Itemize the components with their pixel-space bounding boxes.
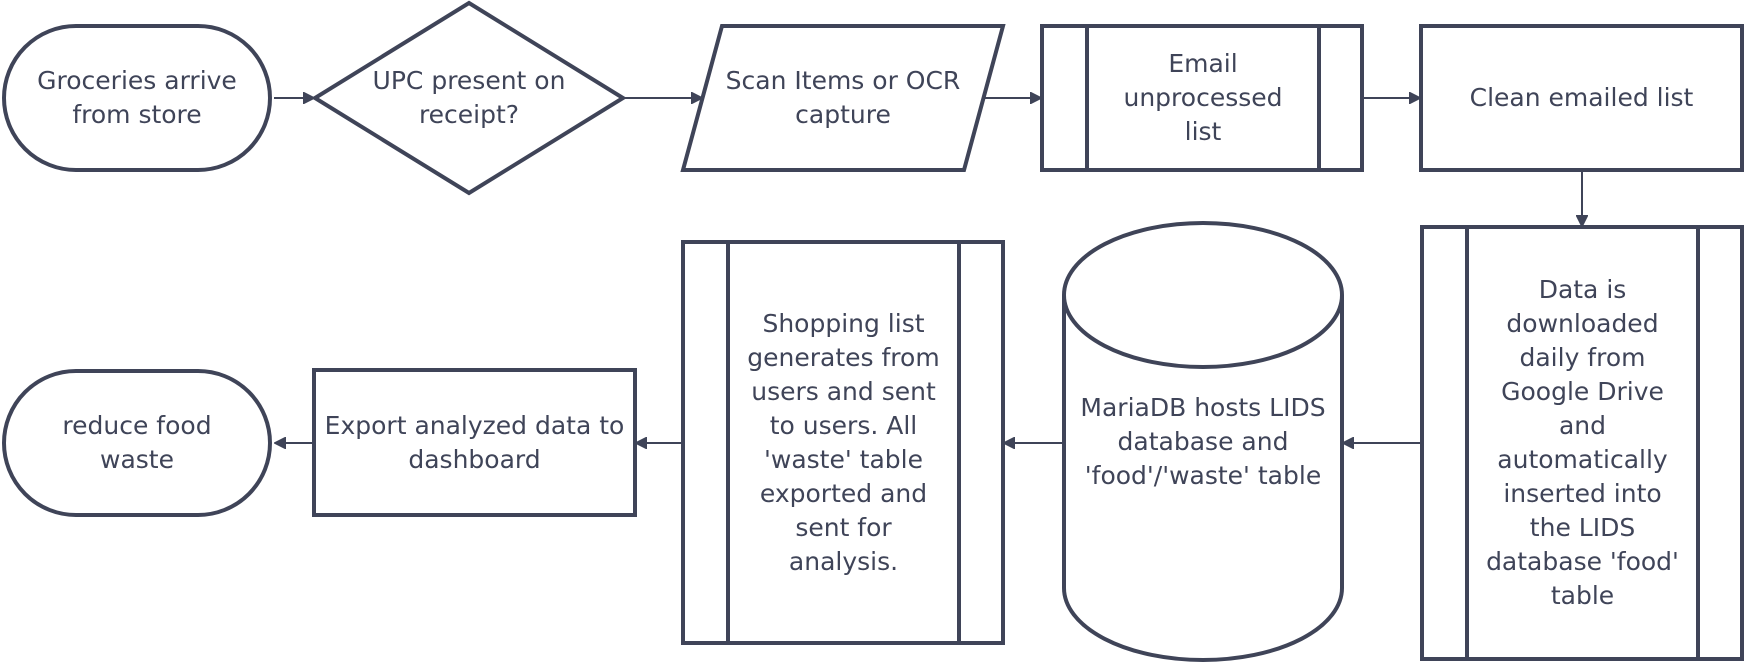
download-predefined-process: Data is downloaded daily from Google Dri… <box>1486 275 1679 610</box>
shopping-predefined-process: Shopping list generates from users and s… <box>747 308 940 576</box>
scan-io-shape <box>680 24 1006 172</box>
mariadb-database: MariaDB hosts LIDS database and 'food'/'… <box>1080 393 1326 490</box>
export-process: Export analyzed data to dashboard <box>324 410 625 474</box>
clean-process-shape <box>1419 24 1744 172</box>
email-predefined-process-shape <box>1040 24 1364 172</box>
email-predefined-process: Email unprocessed list <box>1123 49 1283 146</box>
mariadb-database-shape <box>1062 221 1344 662</box>
groceries-terminal-shape <box>2 24 272 172</box>
reduce-terminal: reduce food waste <box>62 411 212 474</box>
clean-process: Clean emailed list <box>1469 83 1694 112</box>
scan-io: Scan Items or OCR capture <box>725 66 961 129</box>
upc-decision-shape <box>311 0 627 196</box>
shopping-predefined-process-shape <box>681 240 1005 645</box>
upc-decision: UPC present on receipt? <box>372 66 566 129</box>
reduce-terminal-shape <box>2 369 272 517</box>
groceries-terminal: Groceries arrive from store <box>37 66 237 129</box>
export-process-shape <box>312 368 637 517</box>
